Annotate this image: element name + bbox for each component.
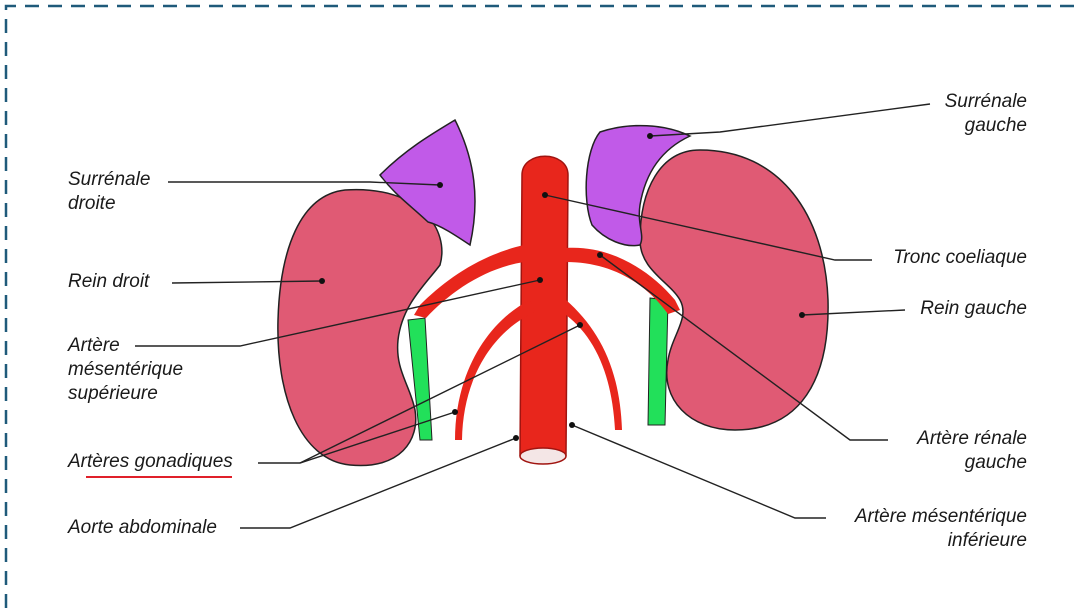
label-ami-line1: Artère mésentérique xyxy=(855,505,1027,529)
left-gonadal-vein xyxy=(648,298,668,425)
label-artere-mesenterique-inferieure: Artère mésentérique inférieure xyxy=(855,505,1027,553)
label-arteres-gonadiques: Artères gonadiques xyxy=(68,450,233,474)
label-ams-line2: mésentérique xyxy=(68,358,183,382)
label-arg-line1: Artère rénale xyxy=(917,427,1027,451)
left-kidney-shape xyxy=(640,150,828,430)
label-surrenale-droite-line1: Surrénale xyxy=(68,168,150,192)
label-surrenale-gauche: Surrénale gauche xyxy=(945,90,1027,138)
leader-surrenale-gauche xyxy=(650,104,930,136)
label-surrenale-gauche-line1: Surrénale xyxy=(945,90,1027,114)
label-ams-line3: supérieure xyxy=(68,382,183,406)
label-ami-line2: inférieure xyxy=(855,529,1027,553)
label-surrenale-droite-line2: droite xyxy=(68,192,150,216)
label-artere-renale-gauche: Artère rénale gauche xyxy=(917,427,1027,475)
label-rein-gauche: Rein gauche xyxy=(920,297,1027,321)
label-ams-line1: Artère xyxy=(68,334,183,358)
left-gonadal-artery xyxy=(562,300,622,430)
label-arg-line2: gauche xyxy=(917,451,1027,475)
label-artere-mesenterique-superieure: Artère mésentérique supérieure xyxy=(68,334,183,406)
aorta-lumen xyxy=(520,448,566,464)
label-rein-droit: Rein droit xyxy=(68,270,149,294)
label-tronc-coeliaque: Tronc coeliaque xyxy=(893,246,1027,270)
label-surrenale-gauche-line2: gauche xyxy=(945,114,1027,138)
label-surrenale-droite: Surrénale droite xyxy=(68,168,150,216)
leader-artere-mesenterique-inferieure xyxy=(572,425,826,518)
label-aorte-abdominale: Aorte abdominale xyxy=(68,516,217,540)
